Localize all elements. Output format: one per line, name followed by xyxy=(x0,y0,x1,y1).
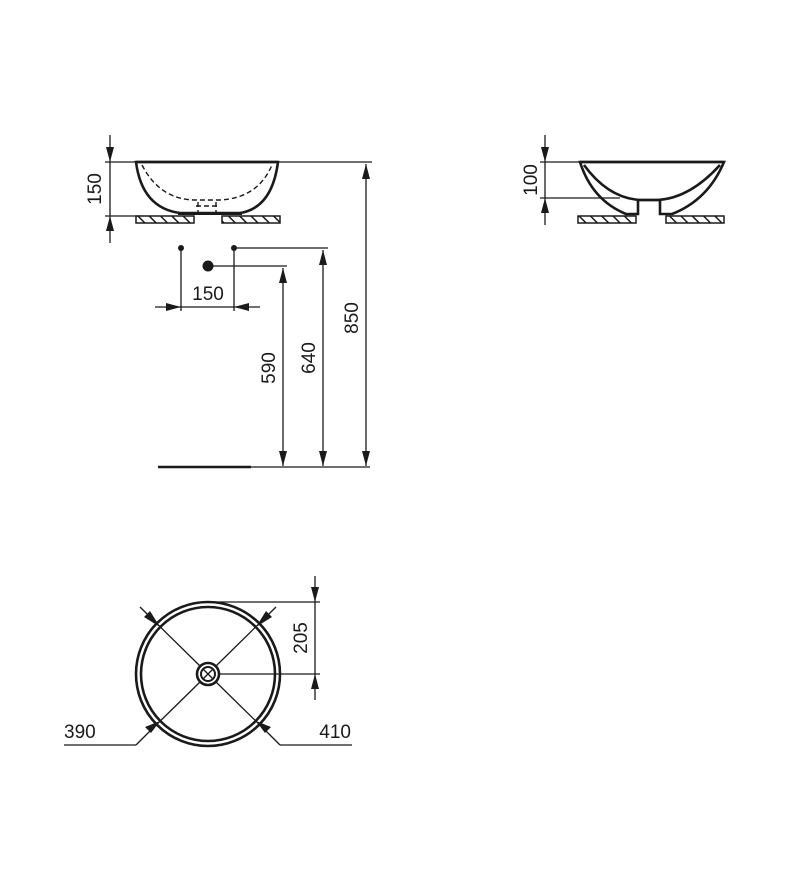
arrow-up-icon xyxy=(279,268,287,283)
basin-inner-hidden-line xyxy=(141,164,273,201)
arrow-diagonal-icon xyxy=(256,611,272,627)
front-section-view: 150 xyxy=(85,135,372,243)
waste-cross xyxy=(202,668,214,680)
basin-inner-shell xyxy=(582,164,721,202)
side-section-view: 100 xyxy=(521,135,726,225)
countertop-right xyxy=(665,215,725,224)
plan-view: 390 410 205 xyxy=(64,576,352,748)
arrow-down-icon xyxy=(541,147,549,162)
countertop-left xyxy=(577,215,637,224)
dimension-label-390: 390 xyxy=(64,722,96,743)
arrow-left-icon xyxy=(234,303,249,311)
countertop-left xyxy=(135,215,195,224)
dimension-label-590: 590 xyxy=(259,352,280,384)
dimension-label-850: 850 xyxy=(342,302,363,334)
arrow-up-icon xyxy=(106,216,114,231)
dimension-label-205: 205 xyxy=(291,622,312,654)
arrow-right-icon xyxy=(166,303,181,311)
countertop-right xyxy=(221,215,281,224)
leader-410 xyxy=(267,732,281,746)
arrow-up-icon xyxy=(311,674,319,689)
arrow-diagonal-icon xyxy=(145,721,160,733)
arrow-down-icon xyxy=(311,587,319,602)
arrow-down-icon xyxy=(106,147,114,162)
dimension-label-640: 640 xyxy=(299,342,320,374)
arrow-up-icon xyxy=(541,198,549,213)
arrow-up-icon xyxy=(319,250,327,265)
arrow-diagonal-icon xyxy=(144,611,160,627)
dimension-label-spacing-150: 150 xyxy=(192,284,224,305)
arrow-down-icon xyxy=(362,451,370,466)
leader-390 xyxy=(135,732,149,746)
basin-outer-shell xyxy=(578,160,726,216)
arrow-down-icon xyxy=(279,451,287,466)
dimension-label-410: 410 xyxy=(319,722,351,743)
arrow-up-icon xyxy=(362,164,370,179)
dimension-label-100: 100 xyxy=(521,164,542,196)
arrow-diagonal-icon xyxy=(256,721,271,733)
installation-heights-view: 150 590 640 850 xyxy=(155,164,370,469)
waste-outlet-inner xyxy=(200,666,216,682)
dimension-label-150: 150 xyxy=(85,173,106,205)
arrow-down-icon xyxy=(319,451,327,466)
